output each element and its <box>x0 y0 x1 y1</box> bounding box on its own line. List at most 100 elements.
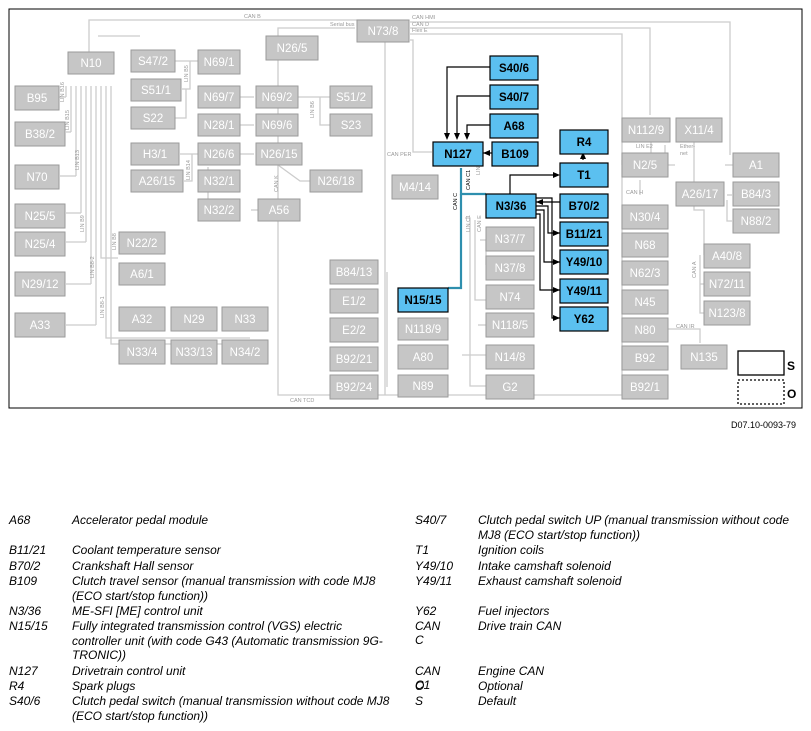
component-label: N118/9 <box>405 324 441 336</box>
component-a2615: A26/15 <box>130 169 184 193</box>
component-b702: B70/2 <box>559 193 609 219</box>
component-box <box>489 84 539 110</box>
component-box <box>621 117 671 143</box>
legend-description: Coolant temperature sensor <box>72 543 221 557</box>
component-box <box>221 306 269 332</box>
component-label: A32 <box>132 314 152 326</box>
component-n25: N2/5 <box>621 152 669 178</box>
component-label: X11/4 <box>684 125 714 137</box>
component-label: A33 <box>30 320 50 332</box>
component-t1: T1 <box>559 162 609 188</box>
component-box <box>14 164 60 190</box>
label-cane: CAN E <box>477 215 483 232</box>
component-n623: N62/3 <box>621 260 669 286</box>
component-label: N69/1 <box>204 57 235 69</box>
component-label: S47/2 <box>138 56 168 68</box>
component-box <box>680 344 728 370</box>
component-box <box>197 85 241 109</box>
component-box <box>130 142 180 166</box>
component-label: Y49/11 <box>566 286 602 298</box>
component-label: B84/3 <box>741 189 771 201</box>
component-box <box>732 208 780 234</box>
component-n127: N127 <box>432 141 484 167</box>
component-label: N33 <box>234 314 255 326</box>
component-n378: N37/8 <box>485 255 535 281</box>
component-box <box>170 339 218 365</box>
legend-description: Drive train CAN <box>478 619 562 633</box>
label-linb5: LIN B5 <box>184 65 190 82</box>
component-box <box>118 339 166 365</box>
component-box <box>118 306 166 332</box>
component-box <box>491 141 539 167</box>
component-s512: S51/2 <box>329 85 373 109</box>
component-label: N26/6 <box>204 149 235 161</box>
label-lin-e2: LIN E2 <box>636 144 653 150</box>
component-a61: A6/1 <box>118 262 166 286</box>
component-label: N34/2 <box>230 347 261 359</box>
component-label: N74 <box>499 292 521 304</box>
component-box <box>130 78 182 102</box>
component-box <box>397 344 449 370</box>
component-box <box>329 113 373 137</box>
component-label: N26/15 <box>260 149 297 161</box>
component-label: N26/5 <box>277 43 308 55</box>
component-b92: B92 <box>621 345 669 371</box>
component-label: A1 <box>749 160 763 172</box>
component-n321: N32/1 <box>197 169 241 193</box>
component-label: N118/5 <box>492 320 528 332</box>
component-box <box>221 339 269 365</box>
component-n3313: N33/13 <box>170 339 218 365</box>
component-n1189: N118/9 <box>397 317 449 341</box>
component-label: B70/2 <box>569 201 600 213</box>
label-canper: CAN PER <box>387 152 411 158</box>
legend-code: Y49/10 <box>415 559 454 573</box>
label-cand: CAN D <box>412 22 429 28</box>
component-box <box>703 243 751 269</box>
component-box <box>559 306 609 332</box>
component-box <box>391 174 439 200</box>
component-label: S23 <box>341 120 361 132</box>
label-linb15: LIN B15 <box>65 110 71 130</box>
component-box <box>14 121 66 147</box>
component-box <box>197 198 241 222</box>
component-box <box>255 113 299 137</box>
label-canh: CAN H <box>626 190 643 196</box>
component-box <box>329 374 379 400</box>
component-box <box>675 181 725 207</box>
component-label: N68 <box>634 240 655 252</box>
component-box <box>621 345 669 371</box>
component-label: S51/1 <box>141 85 171 97</box>
component-box <box>130 169 184 193</box>
component-y4911: Y49/11 <box>559 278 609 304</box>
component-n691: N69/1 <box>197 49 241 75</box>
component-label: A68 <box>503 121 525 133</box>
component-label: N70 <box>26 172 47 184</box>
component-label: B38/2 <box>25 129 55 141</box>
component-n265: N26/5 <box>265 35 319 61</box>
label-canir: CAN IR <box>676 324 695 330</box>
component-b382: B38/2 <box>14 121 66 147</box>
component-box <box>197 49 241 75</box>
component-n1515: N15/15 <box>397 287 449 313</box>
component-box <box>485 312 535 338</box>
legend-code: T1 <box>415 543 430 557</box>
label-linb14: LIN B14 <box>186 160 192 180</box>
component-n2615: N26/15 <box>255 142 303 166</box>
component-box <box>130 49 176 73</box>
component-box <box>329 85 373 109</box>
component-label: N69/7 <box>204 92 235 104</box>
legend-description: Clutch pedal switch UP (manual transmiss… <box>478 513 790 542</box>
legend-code: N3/36 <box>9 604 42 618</box>
component-label: N45 <box>634 297 655 309</box>
component-n148: N14/8 <box>485 344 535 370</box>
component-box <box>397 287 449 313</box>
label-linb13: LIN B13 <box>75 150 81 170</box>
component-a33: A33 <box>14 312 66 338</box>
component-label: Y49/10 <box>566 257 602 269</box>
component-box <box>397 374 449 398</box>
legend-code: CAN C1 <box>415 664 441 692</box>
key-optional-label: O <box>787 387 796 401</box>
legend-description: Engine CAN <box>478 664 545 678</box>
legend-description: Optional <box>478 679 523 693</box>
component-box <box>485 255 535 281</box>
